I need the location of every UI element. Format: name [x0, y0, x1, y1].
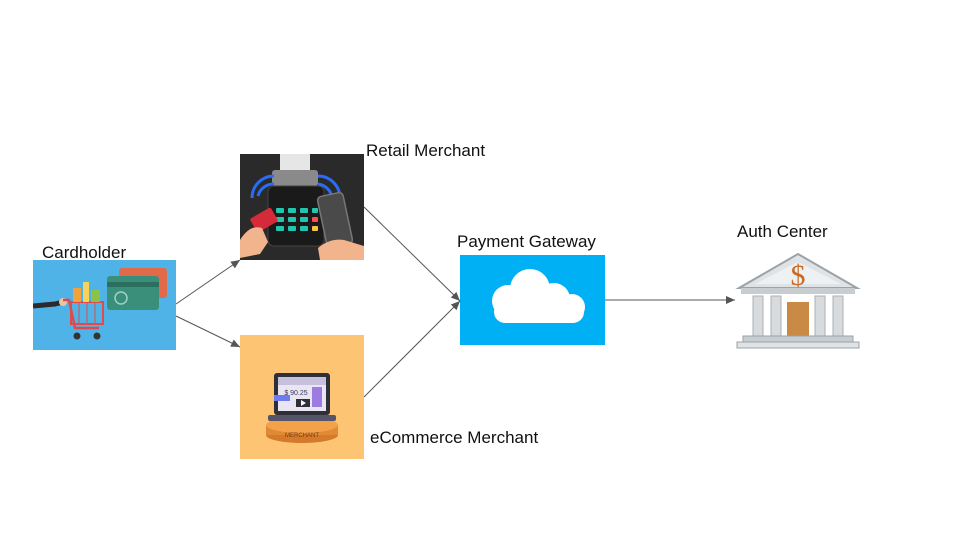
- retail-merchant-label: Retail Merchant: [366, 141, 486, 160]
- edge-cardholder-retail: [175, 259, 241, 305]
- retail-merchant-image: [240, 154, 364, 260]
- edge-cardholder-ecommerce: [175, 315, 241, 348]
- auth-center-label: Auth Center: [737, 222, 828, 241]
- cloud-icon: [492, 269, 585, 323]
- edge-ecommerce-gateway: [363, 300, 461, 398]
- auth-center-image: $: [735, 252, 861, 350]
- edge-retail-gateway: [363, 206, 461, 302]
- cardholder-image: [33, 260, 176, 350]
- ecommerce-merchant-image: MERCHANT $ 90.25: [240, 335, 364, 459]
- payment-gateway-image: [460, 255, 605, 345]
- screen-price: $ 90.25: [284, 390, 307, 397]
- cardholder-label: Cardholder: [42, 243, 127, 262]
- payment-gateway-label: Payment Gateway: [457, 232, 596, 251]
- bank-icon: $: [735, 252, 861, 349]
- svg-text:$: $: [791, 259, 806, 292]
- ecommerce-merchant-label: eCommerce Merchant: [370, 428, 539, 447]
- merchant-badge: MERCHANT: [285, 433, 319, 439]
